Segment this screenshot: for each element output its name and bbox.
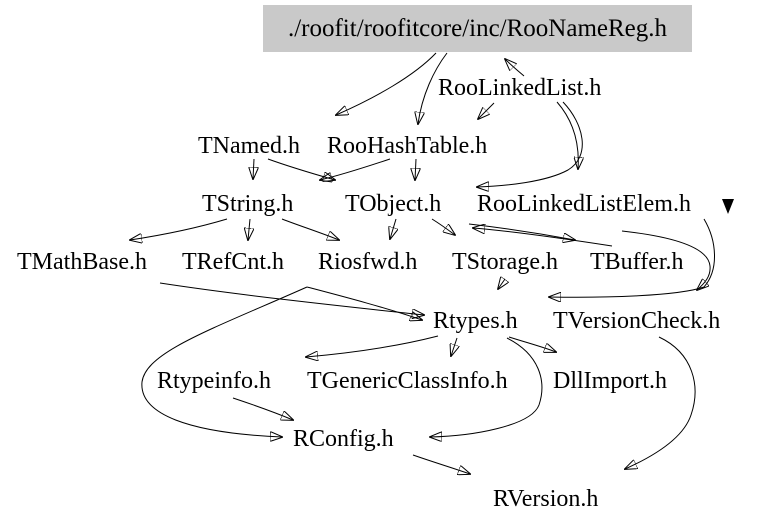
edge-tobject-tversioncheck — [621, 230, 711, 290]
node-tnamed[interactable]: TNamed.h — [198, 133, 300, 159]
edge-tnamed-tstring — [253, 158, 254, 179]
node-rversion[interactable]: RVersion.h — [493, 486, 599, 512]
edge-roolinkedlist-roonamereg — [505, 59, 525, 77]
edge-tobject-tstorage — [431, 218, 455, 235]
edge-tobject-riosfwd — [390, 218, 396, 239]
node-dllimport[interactable]: DllImport.h — [553, 368, 667, 394]
edge-rtypes-dllimport — [508, 336, 556, 352]
node-tmathbase[interactable]: TMathBase.h — [17, 249, 147, 275]
edge-rconfig-rversion — [412, 454, 470, 474]
edge-roolinkedlist-roohashtable — [478, 102, 495, 119]
edge-riosfwd-rconfig — [141, 286, 308, 437]
node-roolinkedlist[interactable]: RooLinkedList.h — [438, 75, 602, 101]
edge-tnamed-tobject — [267, 158, 335, 180]
edge-tversioncheck-rversion — [625, 336, 696, 469]
node-roohashtable[interactable]: RooHashTable.h — [327, 133, 488, 159]
edge-tstring-tmathbase — [130, 218, 228, 240]
node-tstring[interactable]: TString.h — [202, 191, 294, 217]
node-tstorage[interactable]: TStorage.h — [452, 249, 558, 275]
edge-rtypes-rconfig — [430, 337, 543, 437]
edge-riosfwd-rtypes — [306, 286, 422, 320]
edge-tstorage-rtypes — [498, 279, 505, 289]
edge-tmathbase-rtypes — [159, 282, 424, 315]
down-arrowhead-icon — [722, 199, 734, 214]
node-tgenericclassinfo[interactable]: TGenericClassInfo.h — [307, 368, 508, 394]
edge-rtypes-rtypeinfo — [306, 335, 439, 357]
node-roolinkedlistelem[interactable]: RooLinkedListElem.h — [477, 191, 691, 217]
edge-tbuffer-tobject — [473, 228, 613, 247]
edge-roonamereg-roohashtable — [418, 52, 448, 124]
edge-roolinkedlist-roolinkedlistelem — [556, 101, 578, 169]
node-tbuffer[interactable]: TBuffer.h — [590, 249, 684, 275]
edge-roohashtable-tstring — [320, 158, 391, 180]
node-roonamereg: ./roofit/roofitcore/inc/RooNameReg.h — [263, 5, 692, 52]
node-trefcnt[interactable]: TRefCnt.h — [182, 249, 284, 275]
node-tversioncheck[interactable]: TVersionCheck.h — [553, 308, 721, 334]
edge-roonamereg-tnamed — [336, 52, 437, 115]
edge-rtypes-tgenericclassinfo — [451, 337, 457, 356]
node-rtypes[interactable]: Rtypes.h — [433, 308, 518, 334]
edge-rtypeinfo-rconfig — [232, 397, 293, 420]
node-rconfig[interactable]: RConfig.h — [293, 426, 394, 452]
edge-roohashtable-tobject — [415, 158, 416, 180]
edge-tstring-trefcnt — [248, 218, 250, 240]
node-rtypeinfo[interactable]: Rtypeinfo.h — [157, 368, 271, 394]
edge-tstring-riosfwd — [281, 218, 339, 240]
edge-roolinkedlist-tobject — [477, 101, 583, 187]
edge-tobject-tbuffer — [468, 223, 575, 240]
node-tobject[interactable]: TObject.h — [345, 191, 442, 217]
node-riosfwd[interactable]: Riosfwd.h — [318, 249, 418, 275]
